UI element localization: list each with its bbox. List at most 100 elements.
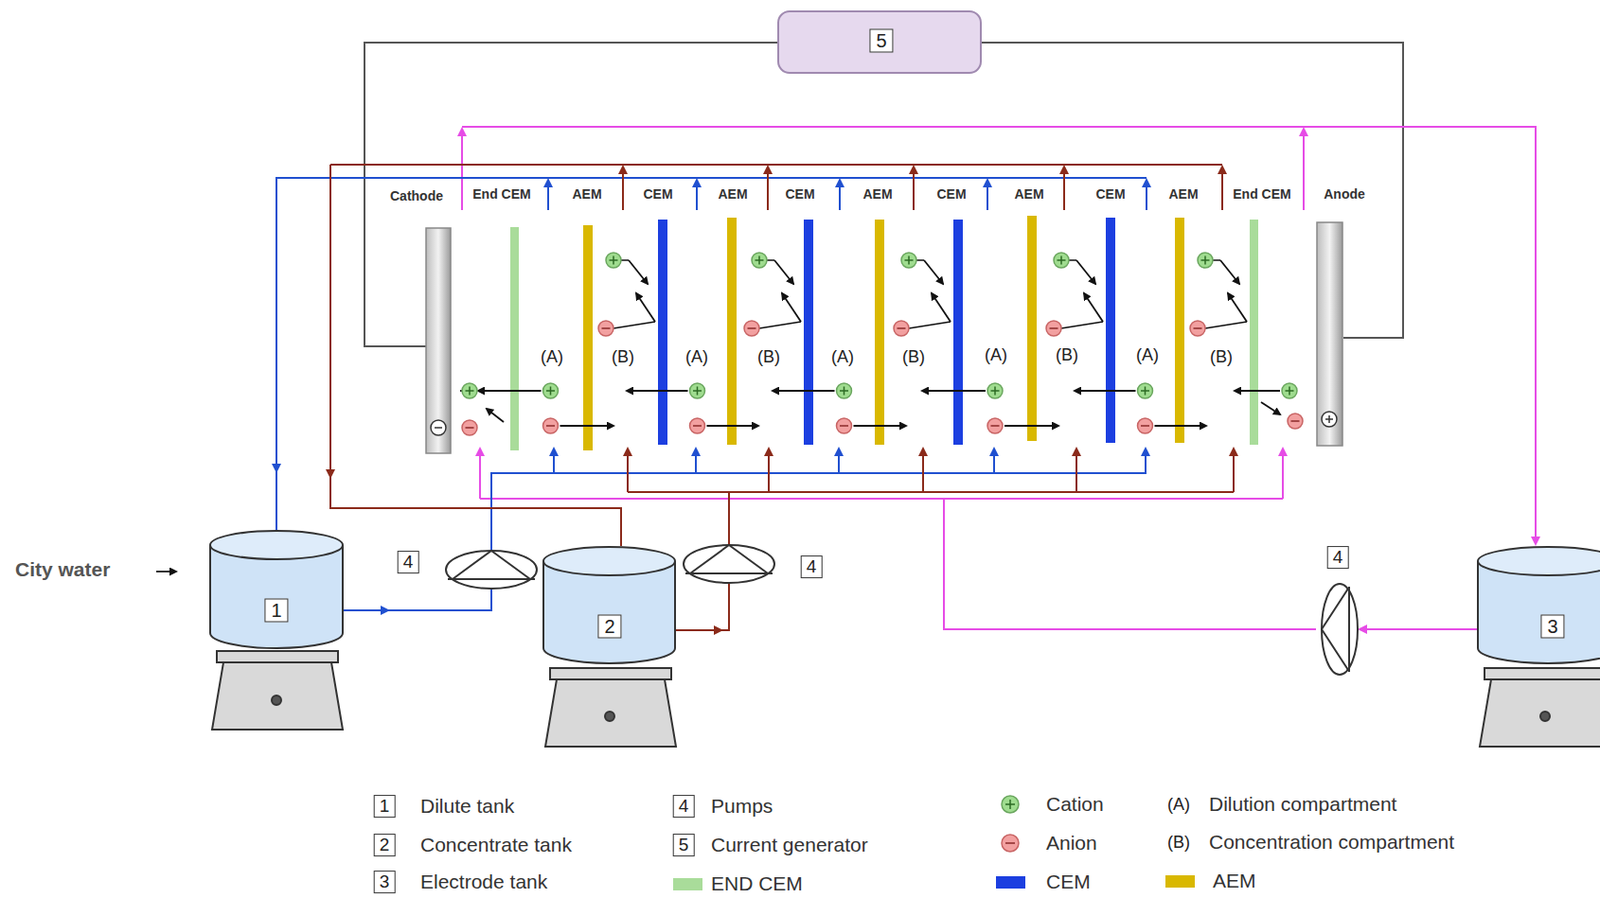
anion-symbol: [1137, 418, 1154, 434]
dilute-tank: 1: [209, 530, 344, 649]
ion-arrow: [707, 425, 760, 427]
legend-text: Dilution compartment: [1208, 793, 1397, 817]
electrodes: [434, 426, 443, 429]
membrane-label: AEM: [717, 186, 747, 202]
compartment-label: (B): [1209, 347, 1233, 368]
electrode-rinse-pipe: [480, 497, 1283, 500]
tank-outline: [1476, 546, 1600, 664]
tank-stands: [604, 711, 615, 722]
ion-arrow: [774, 260, 794, 285]
legend-swatch: [1165, 875, 1195, 889]
tank-body: [543, 561, 676, 664]
dilute-pipe: [547, 179, 550, 211]
legend-swatch: [673, 878, 703, 891]
tank-stands: [545, 679, 676, 747]
ion-path: [1212, 259, 1221, 262]
electrode-rinse-pipe: [1302, 128, 1305, 211]
legend-number: 4: [673, 795, 695, 818]
membrane-label: CEM: [642, 186, 673, 202]
ion-arrow: [560, 425, 615, 427]
anion-sign: [747, 327, 757, 330]
tank-outline: [542, 546, 676, 664]
concentrate-pipe: [1063, 166, 1066, 211]
legend-text: CEM: [1046, 871, 1091, 894]
dilute-pipe: [1144, 448, 1147, 474]
pumps: [445, 551, 537, 589]
inlet-label: City water: [15, 558, 110, 582]
legend-text: Cation: [1046, 793, 1104, 817]
legend-key: (A): [1167, 795, 1191, 816]
membrane-label: CEM: [784, 186, 815, 202]
membranes: [1249, 219, 1259, 445]
ion-arrow: [924, 260, 943, 285]
tank-stands: [271, 695, 282, 706]
anion-sign: [839, 425, 849, 427]
ion-arrow: [626, 390, 689, 392]
tank-outline: [209, 530, 344, 649]
anion-symbol: [893, 320, 909, 337]
anion-symbol: [744, 320, 760, 337]
ion-arrow: [1227, 293, 1247, 322]
membranes: [510, 215, 1259, 451]
electrodes: [426, 228, 451, 454]
electrode-label: Cathode: [390, 188, 444, 204]
membranes: [803, 219, 814, 445]
cation-sign: [839, 387, 849, 396]
cation-sign: [609, 256, 619, 266]
dilute-pipe: [343, 473, 1147, 611]
legend-number: 5: [673, 834, 695, 857]
compartment-label: (A): [685, 347, 709, 368]
cation-symbol: [836, 383, 853, 399]
ion-path: [613, 321, 656, 329]
callout-number: 4: [397, 551, 420, 574]
callout-number: 4: [800, 555, 823, 579]
anion-symbol: [462, 420, 478, 436]
electrode-rinse-pipe: [1363, 628, 1477, 631]
dilute-pipe: [343, 609, 389, 612]
membrane-label: AEM: [571, 186, 602, 202]
ion-symbols: [460, 252, 1303, 436]
ion-arrow: [636, 293, 656, 322]
compartment-label: (B): [757, 347, 781, 368]
anion-sign: [693, 425, 702, 427]
membranes: [1174, 217, 1185, 444]
membranes: [1027, 215, 1037, 442]
tank-stands: [550, 668, 672, 680]
legend-key: (B): [1167, 833, 1191, 854]
ion-path: [759, 321, 801, 329]
ion-arrow: [478, 390, 542, 392]
ion-arrow: [1074, 390, 1137, 392]
membranes: [874, 219, 885, 445]
cation-symbol: [605, 252, 622, 268]
legend-text: Current generator: [711, 834, 869, 857]
electrodes: [1325, 415, 1334, 424]
cation-symbol: [751, 252, 767, 268]
electrode-rinse-pipe: [462, 126, 1536, 630]
ion-path: [908, 321, 951, 329]
cation-symbol: [543, 383, 559, 399]
cation-symbol: [690, 383, 706, 399]
legend-ion-symbols: [1005, 800, 1015, 810]
compartment-label: (A): [1136, 345, 1159, 366]
ion-arrow: [931, 293, 951, 322]
legend-text: Concentrate tank: [420, 834, 572, 857]
concentrate-pipe: [922, 448, 925, 493]
anion-symbol: [987, 418, 1003, 434]
dilute-pipe: [552, 448, 555, 474]
cation-sign: [905, 256, 914, 266]
anion-sign: [546, 425, 555, 427]
legend-number: 2: [373, 834, 396, 857]
electrode-rinse-pipe: [1281, 448, 1284, 499]
pumps: [1321, 584, 1358, 676]
generator-outline: [778, 11, 981, 73]
cation-symbol: [462, 383, 478, 399]
tank-top: [210, 531, 343, 560]
ion-arrow: [1220, 260, 1240, 285]
ion-path: [621, 259, 629, 262]
membranes: [953, 219, 963, 445]
tank-body: [210, 545, 343, 649]
tank-body: [1477, 561, 1600, 664]
concentrate-pipe: [766, 166, 769, 211]
membrane-label: AEM: [1013, 186, 1044, 202]
